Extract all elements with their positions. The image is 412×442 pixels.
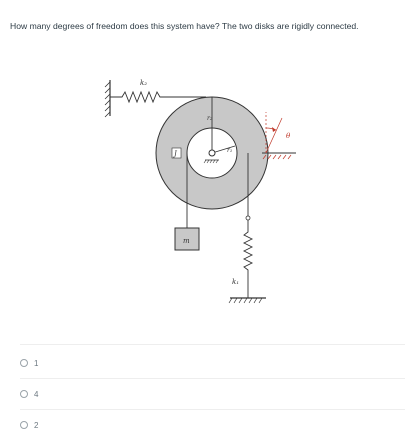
answer-label: 4 [34, 389, 39, 399]
question-text: How many degrees of freedom does this sy… [10, 21, 359, 31]
mechanical-system-figure: k₂ r₂ r₁ J m k₁ [104, 79, 296, 304]
left-wall [104, 80, 111, 118]
label-j: J [172, 150, 178, 158]
spring-k1 [242, 220, 254, 298]
answer-label: 2 [34, 420, 39, 430]
theta-reference [262, 112, 296, 160]
radio-icon[interactable] [20, 390, 28, 398]
answer-label: 1 [34, 358, 39, 368]
answer-option-1[interactable]: 1 [20, 348, 405, 378]
radius-r1-line [211, 145, 236, 154]
label-theta: θ [286, 132, 291, 140]
answer-option-3[interactable]: 2 [20, 409, 405, 440]
pivot-ground [203, 159, 219, 164]
radio-icon[interactable] [20, 359, 28, 367]
mass-block [174, 227, 200, 251]
answer-list: 1 4 2 [20, 348, 405, 440]
bottom-ground [228, 297, 266, 304]
label-m: m [183, 237, 190, 245]
answer-option-2[interactable]: 4 [20, 378, 405, 409]
label-r2: r₂ [207, 115, 213, 122]
inertia-box [171, 147, 182, 159]
label-k2: k₂ [140, 79, 147, 87]
label-k1: k₁ [232, 278, 239, 286]
center-pivot [208, 149, 216, 157]
label-r1: r₁ [227, 147, 232, 154]
radio-icon[interactable] [20, 421, 28, 429]
answers-top-divider [20, 344, 405, 345]
k1-attach-point [245, 215, 251, 221]
spring-k2 [110, 90, 206, 104]
